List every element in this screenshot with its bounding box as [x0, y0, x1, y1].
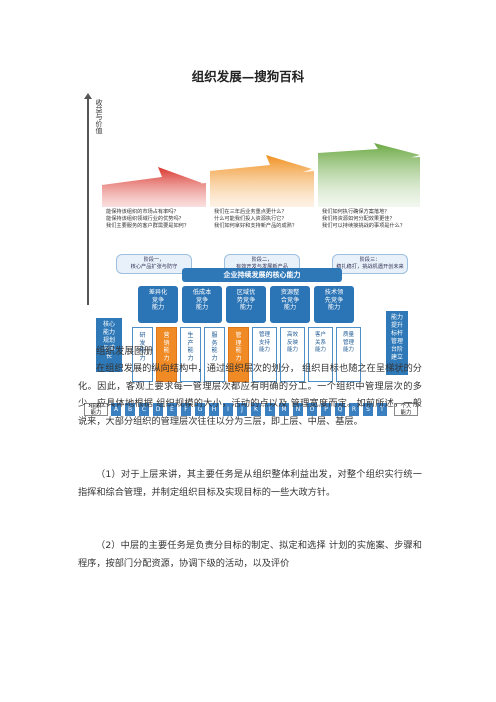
capability-column: 管 理 能 力 — [228, 327, 249, 382]
letter-cell: I — [223, 403, 233, 416]
y-axis-label: 收益与价值 — [95, 99, 103, 134]
letter-cell: B — [125, 403, 135, 416]
letter-cell: F — [181, 403, 191, 416]
capability-column: 客户 关系 能力 — [308, 327, 333, 382]
core-capability-header: 企业持续发展的核心能力 — [182, 268, 342, 282]
capability-column: 质量 管理 能力 — [336, 327, 361, 382]
stage-1-label: 阶段一， 核心产品扩张与防守 — [116, 254, 192, 274]
capability-column: 服 务 能 力 — [204, 327, 225, 382]
capability-column: 管理 支持 能力 — [252, 327, 277, 382]
letter-cell: L — [265, 403, 275, 416]
letter-cell: R — [349, 403, 359, 416]
stage-1-questions: 能保持该组织的市场占有率吗？ 能保持该组织领域行业的优势吗？ 我们主要服务的客户… — [106, 209, 190, 230]
letter-cell: P — [321, 403, 331, 416]
pillar-differentiation: 差异化 竞争 能力 — [138, 286, 178, 323]
individual-capability-label: 个人 能力 — [394, 403, 418, 416]
y-axis-line — [87, 97, 89, 305]
letter-cell: M — [279, 403, 289, 416]
y-axis-arrow-icon — [84, 93, 92, 99]
pillar-technology: 技术领 先竞争 能力 — [314, 286, 354, 323]
paragraph-1: 在组织发展的纵向结构中，通过组织层次的划分， 组织目标也随之在呈梯状的分化。因此… — [78, 363, 422, 427]
left-base-block: 核心 能力 规划 与成 长 — [96, 318, 122, 372]
figure-caption: 组织发展图册 — [96, 346, 154, 357]
stage-1-panel: 能保持该组织的市场占有率吗？ 能保持该组织领域行业的优势吗？ 我们主要服务的客户… — [102, 207, 206, 279]
page-title: 组织发展—搜狗百科 — [191, 69, 305, 84]
letter-cell: G — [195, 403, 205, 416]
stage-3-panel: 我们如何执行确保方案落地？ 我们将资源如何分配效果更佳？ 我们可以持续接挑战的事… — [318, 207, 422, 279]
letter-cell: D — [153, 403, 163, 416]
pillar-regional: 区域优 势竞争 能力 — [226, 286, 266, 323]
capability-column: 营 销 能 力 — [156, 327, 177, 382]
capability-column: 生 产 能 力 — [180, 327, 201, 382]
organization-development-figure: 收益与价值 能保持该组织的市场占有率吗？ 能保持该组织领域行业的优势吗？ 我们主… — [84, 93, 422, 416]
letter-cell: J — [237, 403, 247, 416]
letter-cell: A — [111, 403, 121, 416]
pillar-resource: 资源整 合竞争 能力 — [270, 286, 310, 323]
letter-cell: O — [307, 403, 317, 416]
letter-cell: K — [251, 403, 261, 416]
organization-capability-label: 组织 能力 — [84, 403, 108, 416]
letter-cell: H — [209, 403, 219, 416]
stage-3-questions: 我们如何执行确保方案落地？ 我们将资源如何分配效果更佳？ 我们可以持续接挑战的事… — [322, 209, 406, 230]
capability-column: 研 发 能 力 — [132, 327, 153, 382]
capability-column: 高效 反映 能力 — [280, 327, 305, 382]
pillar-low-cost: 低成本 竞争 能力 — [182, 286, 222, 323]
stage-3-label: 阶段三： 稳扎稳打，挑战机遇开创未来 — [332, 254, 408, 274]
letter-cell: N — [293, 403, 303, 416]
letter-cell: E — [167, 403, 177, 416]
letter-cell: S — [363, 403, 373, 416]
right-base-block: 能力 提升 标杆 管理 台阶 建立 — [386, 311, 408, 375]
letter-cell: C — [139, 403, 149, 416]
letter-cell: Q — [335, 403, 345, 416]
letter-cell: T — [377, 403, 387, 416]
stage-2-questions: 我们在三年后业务重点更什么？ 什么可能我们投入资源执行它？ 我们如何拿好和支持新… — [214, 209, 298, 230]
paragraph-2: （1）对于上层来讲，其主要任务是从组织整体利益出发，对整个组织实行统一指挥和综合… — [78, 469, 422, 498]
paragraph-3: （2）中层的主要任务是负责分目标的制定、拟定和选择 计划的实施案、步骤和程序，按… — [78, 540, 422, 569]
